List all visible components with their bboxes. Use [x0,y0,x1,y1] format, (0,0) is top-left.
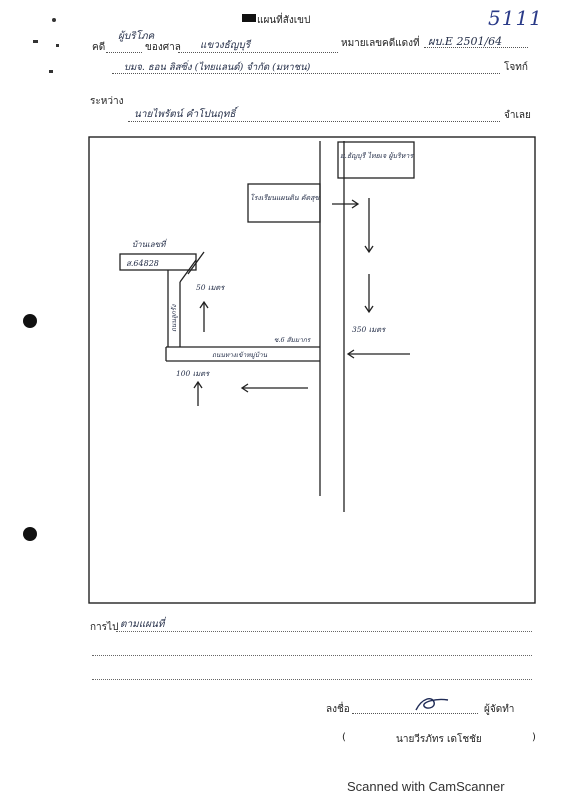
sign-line [352,713,478,714]
arrow-north-1 [199,300,209,332]
distance-350-label: 350 เมตร [352,325,386,334]
redaction-mark [242,14,256,22]
signer-name: นายวีรภัทร เดโชชัย [396,734,482,745]
arrow-south-1 [364,198,374,254]
punch-hole-bottom [23,527,37,541]
sign-role: ผู้จัดทำ [484,704,515,715]
scan-speck [52,18,56,22]
case-line [106,52,142,53]
defendant-label: จำเลย [504,110,531,121]
arrow-west-top [346,349,410,359]
scan-speck [49,70,53,73]
distance-50-label: 50 เมตร [196,283,225,292]
landmark-shop-box [247,183,321,223]
black-case-line [424,47,528,48]
arrow-north-2 [193,380,203,406]
route-line-2 [92,655,532,656]
close-paren: ) [532,732,536,743]
scan-speck [33,40,38,43]
black-case-label: หมายเลขคดีแดงที่ [341,38,420,49]
form-title: แผนที่สังเขป [257,15,311,26]
house-label: บ้านเลขที่ [132,238,167,249]
side-road-label: ถนนลูกรัง [170,304,178,332]
sign-label: ลงชื่อ [326,704,350,715]
case-label: คดี [92,42,106,53]
route-label: การไป [90,622,119,633]
distance-100-label: 100 เมตร [176,369,210,378]
landmark-top-label: ม.ธัญบุรี ไทยเจ ผู้บริหาร [340,151,414,160]
arrow-south-2 [364,274,374,314]
plaintiff-label: โจทก์ [504,62,528,73]
route-value: ตามแผนที่ [120,619,165,630]
arrow-west-bottom [240,383,308,393]
open-paren: ( [342,732,346,743]
scanner-watermark: Scanned with CamScanner [347,779,505,794]
side-road-diag-1 [179,259,197,283]
map-frame [88,136,536,604]
case-type: ผู้บริโภค [118,31,155,42]
soi-label: ซ.6 สัมมากร [274,336,312,344]
arrow-east [332,199,360,209]
page-number: 5111 [488,6,543,30]
route-line-3 [92,679,532,680]
between-label: ระหว่าง [90,96,124,107]
black-case-number: ผบ.E 2501/64 [428,35,503,48]
defendant-name: นายไพรัตน์ คำโปนฤทธิ์ [134,109,236,120]
route-line-1 [116,631,532,632]
plaintiff-line [112,73,500,74]
punch-hole-top [23,314,37,328]
sketch-map: บ้านเลขที่ ส.64828 ม.ธัญบุรี ไทยเจ ผู้บร… [88,136,536,604]
signature-scribble [415,698,449,711]
house-number: ส.64828 [126,259,159,268]
scan-speck [56,44,59,47]
court-name: แขวงธัญบุรี [200,40,251,51]
landmark-top-box [337,141,415,179]
road-label: ถนนทางเข้าหมู่บ้าน [212,351,268,359]
landmark-shop-label: โรงเรียนแผนดิน คัดสุข [250,193,320,202]
court-line [178,52,338,53]
court-label: ของศาล [145,42,181,53]
defendant-line [128,121,500,122]
house-box [119,253,197,271]
plaintiff-name: บมจ. ธอน ลิสซิ่ง (ไทยแลนด์) จำกัด (มหาชน… [124,62,311,73]
